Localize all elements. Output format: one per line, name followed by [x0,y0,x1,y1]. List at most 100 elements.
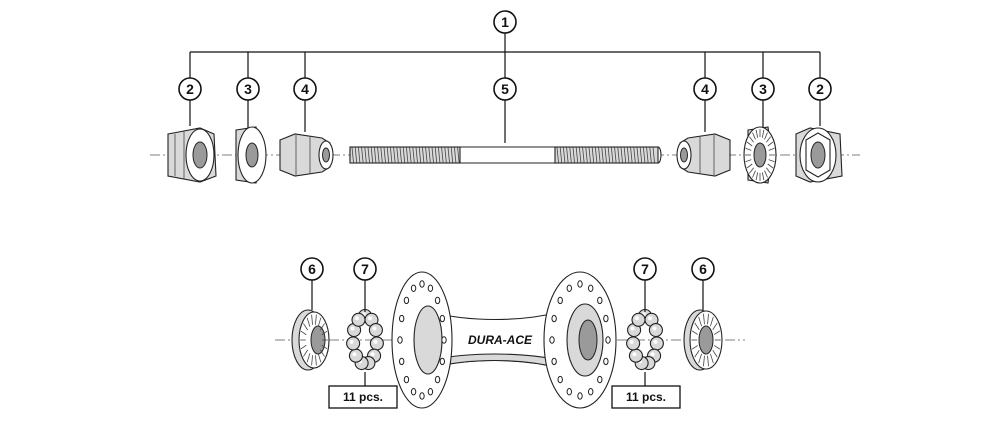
cap-tooth [703,355,705,367]
thread-line [582,147,585,163]
thread-line [633,147,636,163]
cap-tooth [698,353,702,364]
svg-text:11 pcs.: 11 pcs. [626,390,666,404]
thread-line [383,147,386,163]
thread-line [364,147,367,163]
thread-line [457,147,460,163]
cap-tooth [303,349,309,357]
svg-text:3: 3 [759,81,767,97]
quantity-label-right: 11 pcs. [611,385,681,409]
thread-line [358,147,361,163]
thread-line [566,147,569,163]
thread-line [563,147,566,163]
cap-tooth [317,353,322,363]
spoke-hole [566,388,572,396]
callout-5: 5 [493,77,517,101]
ball-highlight [632,352,637,357]
thread-line [585,147,588,163]
washer-tooth [768,147,775,151]
dust-cap-teeth-left [300,314,328,366]
spoke-hole [398,357,405,366]
callout-3-right: 3 [751,77,775,101]
thread-line [595,147,598,163]
ball-bearing [369,336,384,351]
svg-text:7: 7 [361,261,369,277]
cap-tooth [694,350,700,358]
cap-tooth [712,350,718,358]
ball-bearings-right [626,308,664,371]
washer-tooth [755,172,759,181]
thread-line [569,147,572,163]
thread-line [444,147,447,163]
spoke-hole [410,284,417,292]
dust-cap-left [291,309,330,371]
ball-bearing [351,312,366,327]
callout-7-right: 7 [633,257,657,281]
thread-line [406,147,409,163]
cap-tooth [710,353,714,364]
ball-highlight [350,326,355,331]
thread-line [377,147,380,163]
thread-line [367,147,370,163]
thread-line [354,147,358,163]
spoke-hole [551,314,557,323]
cap-tooth [691,345,698,350]
svg-text:4: 4 [701,81,709,97]
thread-line [643,147,646,163]
cap-tooth [315,314,317,325]
lock-nut-left [167,127,217,183]
thread-line [630,147,633,163]
ball-highlight [653,339,658,344]
thread-line [588,147,591,163]
callout-6-right: 6 [691,257,715,281]
washer-tooth [766,136,771,143]
thread-line [450,147,454,163]
ball-highlight [652,326,657,331]
thread-line [617,147,620,163]
svg-text:2: 2 [816,81,824,97]
cap-tooth [707,355,709,367]
callout-7-left: 7 [353,257,377,281]
washer-tooth [749,167,754,174]
thread-line [572,147,575,163]
thread-line [454,147,457,163]
thread-line [604,147,607,163]
thread-line [601,147,604,163]
thread-line [393,147,396,163]
spoke-hole [557,375,563,384]
ball-highlight [355,316,360,321]
cone-right [676,133,731,177]
thread-line [412,147,415,163]
callout-4-right: 4 [693,77,717,101]
cap-tooth [311,355,313,366]
thread-line [598,147,601,163]
svg-text:7: 7 [641,261,649,277]
spoke-hole [597,375,603,384]
ball-highlight [629,339,634,344]
spoke-hole [427,284,434,292]
cap-tooth [319,323,325,331]
svg-text:6: 6 [308,261,316,277]
thread-line [428,147,431,163]
cap-tooth [698,316,702,327]
ball-bearing [368,322,383,338]
cap-tooth [306,317,311,327]
svg-text:6: 6 [699,261,707,277]
thread-line [386,147,390,163]
cap-tooth [303,323,309,331]
thread-line [559,147,563,163]
ball-highlight [367,316,372,321]
thread-line [409,147,412,163]
washer-tooth [767,141,774,147]
thread-line [579,147,582,163]
thread-line [370,147,374,163]
spoke-hole [605,336,611,344]
spoke-hole [577,280,583,288]
spoke-hole [434,296,441,305]
ball-highlight [373,339,378,344]
cone-left [279,133,334,177]
ball-bearing [628,348,643,363]
leader-tree-1 [189,33,821,143]
thread-line [431,147,434,163]
washer-tooth [752,170,756,178]
